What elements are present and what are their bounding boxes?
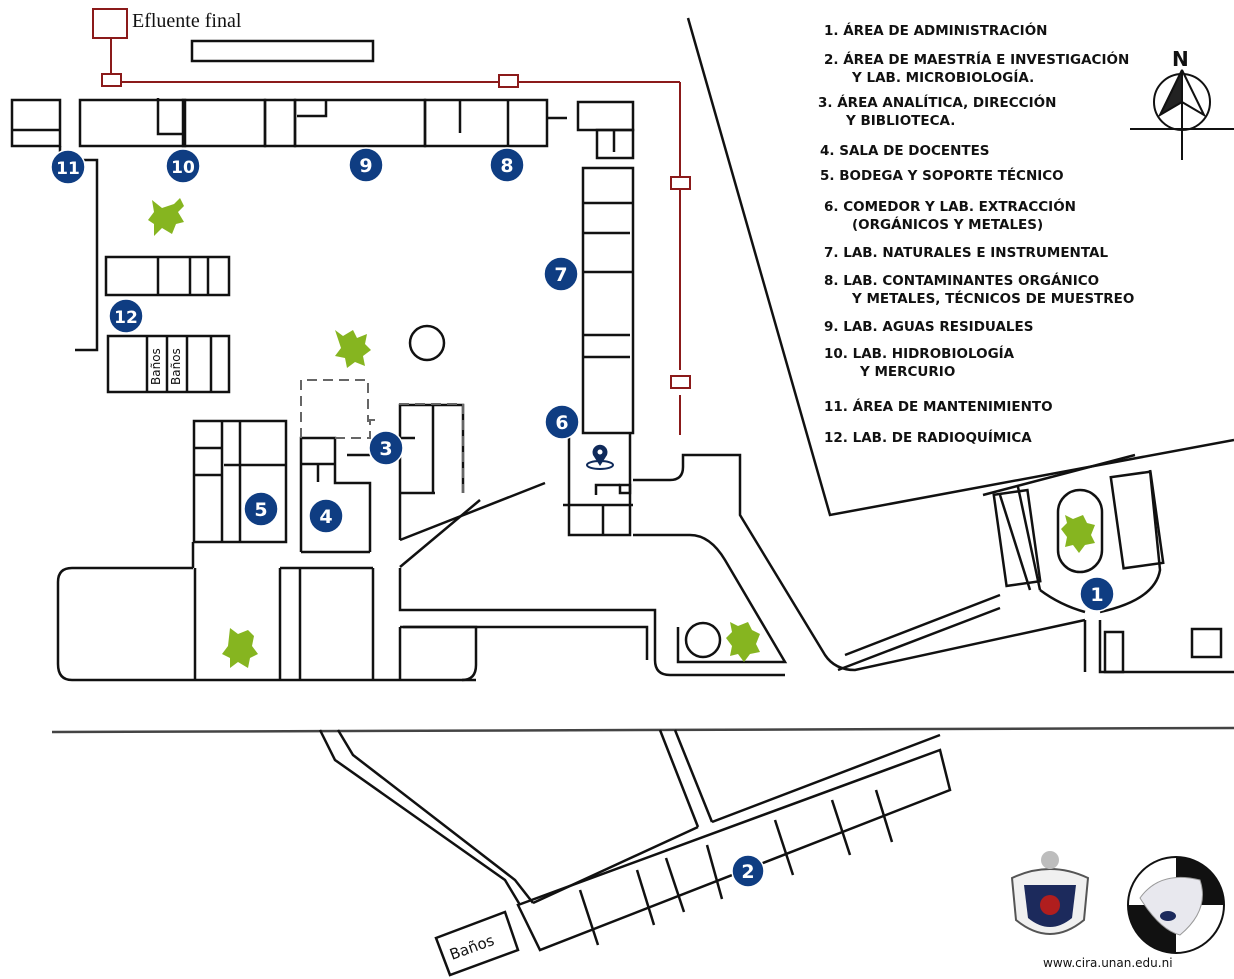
svg-text:8: 8 <box>500 155 513 177</box>
marker-3[interactable]: 3 <box>368 430 404 466</box>
legend-item-7: 7. LAB. NATURALES E INSTRUMENTAL <box>824 245 1109 261</box>
building-7 <box>581 166 635 435</box>
building-12a <box>104 255 231 297</box>
tank-circle <box>684 621 722 659</box>
walls <box>10 17 1234 977</box>
svg-text:10: 10 <box>171 158 195 178</box>
building-12b <box>106 334 231 394</box>
marker-4[interactable]: 4 <box>308 498 344 534</box>
marker-7[interactable]: 7 <box>543 256 579 292</box>
marker-5[interactable]: 5 <box>243 491 279 527</box>
building-4 <box>299 436 372 552</box>
north-label: N <box>1172 47 1189 71</box>
tree-icon <box>222 628 258 668</box>
tanks <box>408 324 722 659</box>
location-pin-icon <box>586 444 614 470</box>
svg-text:12: 12 <box>114 308 138 328</box>
svg-text:5: 5 <box>254 499 267 521</box>
building-11 <box>10 98 62 148</box>
svg-text:4: 4 <box>319 506 332 528</box>
svg-text:3: 3 <box>379 438 392 460</box>
pipe-box <box>670 375 691 389</box>
marker-6[interactable]: 6 <box>544 404 580 440</box>
svg-text:11: 11 <box>56 159 80 179</box>
legend-item-5: 5. BODEGA Y SOPORTE TÉCNICO <box>820 168 1064 184</box>
north-arrow-icon <box>1130 69 1234 160</box>
trees <box>148 198 1095 668</box>
tree-icon <box>726 622 760 662</box>
effluent-final-box <box>92 8 128 39</box>
svg-text:6: 6 <box>555 412 568 434</box>
tree-icon <box>1061 515 1095 553</box>
marker-10[interactable]: 10 <box>165 148 201 184</box>
cira-seal-logo <box>1127 856 1225 954</box>
legend-item-6: 6. COMEDOR Y LAB. EXTRACCIÓN(ORGÁNICOS Y… <box>824 199 1076 233</box>
svg-text:7: 7 <box>554 264 567 286</box>
marker-2[interactable]: 2 <box>731 854 765 888</box>
svg-text:1: 1 <box>1090 584 1103 606</box>
legend-item-12: 12. LAB. DE RADIOQUÍMICA <box>824 430 1032 446</box>
marker-11[interactable]: 11 <box>50 149 86 185</box>
pipe-box <box>101 73 122 87</box>
pipe-box <box>498 74 519 88</box>
markers: 11 10 9 8 7 6 12 3 5 4 1 2 <box>50 147 1115 888</box>
building-9 <box>293 98 427 148</box>
legend-item-4: 4. SALA DE DOCENTES <box>820 143 990 159</box>
marker-1[interactable]: 1 <box>1079 576 1115 612</box>
marker-8[interactable]: 8 <box>489 147 525 183</box>
effluent-final-label: Efluente final <box>132 10 242 32</box>
legend-item-9: 9. LAB. AGUAS RESIDUALES <box>824 319 1034 335</box>
effluent-pipeline <box>92 8 691 435</box>
restroom-bottom <box>434 910 520 977</box>
restroom-label-1: Baños <box>149 348 163 385</box>
pipe-box <box>670 176 691 190</box>
restroom-label-bottom: Baños <box>447 931 497 964</box>
building-10a <box>78 98 187 148</box>
unan-coat-of-arms-logo <box>1010 851 1090 935</box>
restroom-label-2: Baños <box>169 348 183 385</box>
svg-text:2: 2 <box>741 861 754 883</box>
tree-icon <box>335 330 371 368</box>
building-8 <box>423 98 549 148</box>
marker-12[interactable]: 12 <box>108 298 144 334</box>
marker-9[interactable]: 9 <box>348 147 384 183</box>
tree-icon <box>148 198 184 236</box>
svg-text:9: 9 <box>359 155 372 177</box>
building-3 <box>398 403 465 493</box>
tank-circle <box>408 324 446 362</box>
building-10b <box>181 98 267 148</box>
building-2 <box>516 748 952 952</box>
legend-item-1: 1. ÁREA DE ADMINISTRACIÓN <box>824 23 1048 39</box>
dashed-structures <box>300 379 464 493</box>
website-link[interactable]: www.cira.unan.edu.ni <box>1043 956 1173 970</box>
legend-item-11: 11. ÁREA DE MANTENIMIENTO <box>824 399 1053 415</box>
